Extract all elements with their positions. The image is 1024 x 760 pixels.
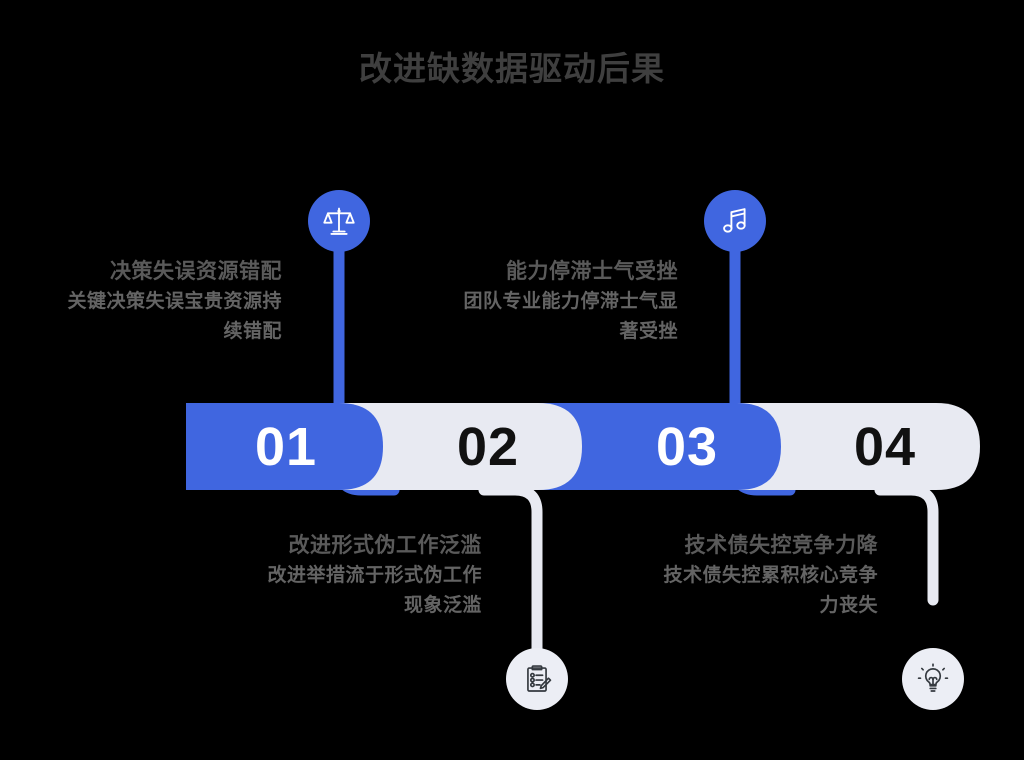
clipboard-checklist-icon	[521, 663, 553, 695]
icon-bubble-04[interactable]	[902, 648, 964, 710]
music-note-icon	[719, 205, 751, 237]
connector-02	[478, 484, 543, 661]
scales-icon	[322, 204, 356, 238]
text-block-01: 决策失误资源错配 关键决策失误宝贵资源持续错配	[52, 256, 282, 347]
item-body-03: 团队专业能力停滞士气显著受挫	[463, 291, 678, 342]
item-title-04: 技术债失控竞争力降	[684, 534, 878, 557]
lightbulb-icon	[917, 663, 949, 695]
text-block-03: 能力停滞士气受挫 团队专业能力停滞士气显著受挫	[448, 256, 678, 347]
page-title: 改进缺数据驱动后果	[359, 50, 665, 87]
text-block-04: 技术债失控竞争力降 技术债失控累积核心竞争力丧失	[648, 530, 878, 621]
icon-bubble-01[interactable]	[308, 190, 370, 252]
segment-number-03: 03	[655, 417, 719, 477]
item-body-02: 改进举措流于形式伪工作现象泛滥	[267, 565, 482, 616]
icon-bubble-02[interactable]	[506, 648, 568, 710]
item-body-01: 关键决策失误宝贵资源持续错配	[67, 291, 282, 342]
item-title-01: 决策失误资源错配	[110, 260, 282, 283]
connector-04	[874, 484, 939, 606]
item-body-04: 技术债失控累积核心竞争力丧失	[663, 565, 878, 616]
item-title-02: 改进形式伪工作泛滥	[288, 534, 482, 557]
icon-bubble-03[interactable]	[704, 190, 766, 252]
segment-number-01: 01	[254, 417, 318, 477]
timeline-segment-01[interactable]	[186, 403, 383, 490]
segment-number-04: 04	[853, 417, 917, 477]
item-title-03: 能力停滞士气受挫	[506, 260, 678, 283]
segment-number-02: 02	[456, 417, 520, 477]
text-block-02: 改进形式伪工作泛滥 改进举措流于形式伪工作现象泛滥	[252, 530, 482, 621]
